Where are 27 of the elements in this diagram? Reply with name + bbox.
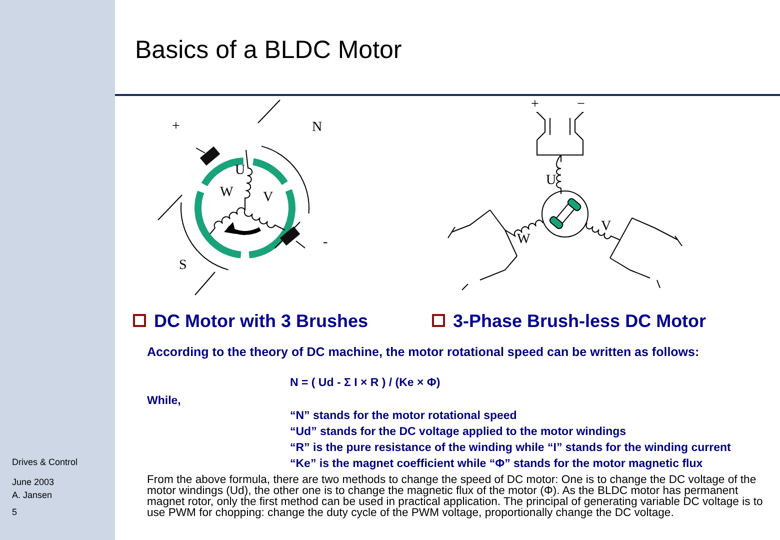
winding-label: V [263, 191, 274, 205]
terminal-label: - [323, 236, 328, 250]
body-text: While, [147, 396, 181, 408]
winding-label: W [220, 186, 234, 200]
definition-text: “R” is the pure resistance of the winding while “I” stands for the winding current [290, 443, 731, 454]
terminal-label: + [172, 120, 180, 134]
winding-label: U [546, 174, 556, 188]
footer-text: June 2003 [12, 478, 54, 487]
footer-text: A. Jansen [12, 491, 52, 500]
footer-text: Drives & Control [12, 458, 78, 467]
footer-text: 5 [12, 508, 18, 517]
formula: N = ( Ud - Σ I × R ) / (Ke × Φ) [290, 378, 440, 390]
definition-text: “Ud” stands for the DC voltage applied to the motor windings [290, 427, 626, 438]
slide-title: Basics of a BLDC Motor [135, 38, 402, 63]
winding-label: W [517, 233, 530, 247]
pole-label: S [179, 259, 187, 273]
terminal-label: − [577, 98, 585, 112]
winding-label: V [601, 220, 612, 234]
section-heading: DC Motor with 3 Brushes [154, 312, 368, 330]
definition-text: “N” stands for the motor rotational speed [290, 411, 517, 422]
body-text: According to the theory of DC machine, the motor rotational speed can be written as follows: [147, 346, 700, 360]
body-text: From the above formula, there are two methods to change the speed of DC motor: One is to change the DC voltage of the motor windings (Ud), the other one is to change the magnetic flux of the motor (Φ). As the BLDC motor has permanent magnet rotor, only the first method can be used in practical application. The principal of generating variable DC voltage is to use PWM for chopping: change the duty cycle of the PWM voltage, proportionally change the DC voltage. [147, 475, 764, 520]
winding-label: U [235, 164, 246, 178]
terminal-label: + [531, 98, 539, 112]
section-heading: 3-Phase Brush-less DC Motor [453, 312, 706, 330]
definition-text: “Ke” is the magnet coefficient while “Φ” stands for the motor magnetic flux [290, 459, 703, 470]
pole-label: N [312, 121, 322, 135]
